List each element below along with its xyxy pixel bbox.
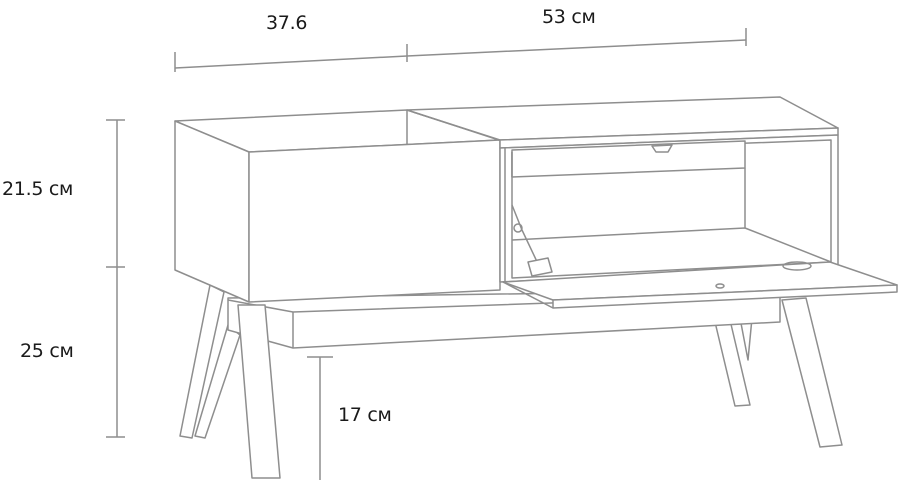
height-dimension-line <box>106 119 125 438</box>
left-width-label: 37.6 <box>266 12 308 34</box>
clearance-dimension-line <box>307 356 333 480</box>
leg-height-label: 25 см <box>20 340 74 362</box>
right-cabinet <box>406 96 898 309</box>
width-dimension-line <box>174 28 747 72</box>
right-width-label: 53 см <box>542 6 596 28</box>
left-storage-box <box>174 109 501 303</box>
clearance-label: 17 см <box>338 404 392 426</box>
body-height-label: 21.5 см <box>2 178 74 200</box>
front-legs <box>237 297 843 479</box>
